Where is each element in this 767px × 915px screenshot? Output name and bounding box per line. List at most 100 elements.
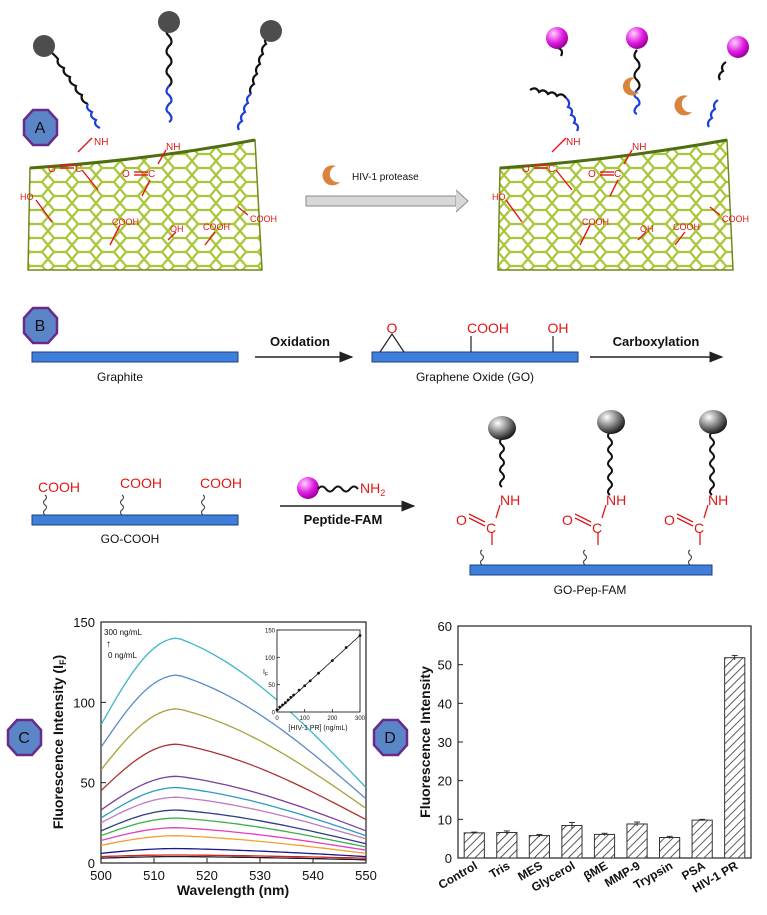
inset-point [344,646,348,649]
carboxylation-label: Carboxylation [613,334,700,349]
bar [659,837,681,859]
inset-x-tick-label: 300 [355,716,366,722]
inset-point [292,693,295,697]
graphene-sheet-right [497,138,734,271]
spectrum-line [101,854,366,859]
o-label: O [456,512,467,528]
inset-points [275,634,362,712]
plot-c-annotation-bottom: 0 ng/mL [108,651,137,660]
y-tick-label: 150 [73,615,95,630]
go-cooh-linkers [42,494,206,516]
spectrum-line [101,786,366,837]
peptide-chains-right [529,46,727,132]
go-pep-fam-chains [499,431,715,496]
graphite-label: Graphite [97,370,143,384]
oxidation-label: Oxidation [270,334,330,349]
c-label: C [548,164,555,175]
o-label: O [122,169,130,180]
spectrum-line [101,817,366,848]
badge-b-label: B [35,318,46,335]
c-label: C [148,169,155,180]
amide-bond-left [35,137,249,246]
nh-label: NH [166,142,180,153]
cooh-label: COOH [203,222,230,232]
bar [528,835,550,859]
go-cooh-label: GO-COOH [101,532,160,546]
epoxide-group [379,332,405,353]
go-cooh-label: COOH [467,320,509,336]
go-oh-label: OH [548,320,569,336]
panel-b: B Graphite Oxidation O COOH OH Graphene … [22,306,728,597]
badge-a: A [22,108,59,147]
o-label: O [48,164,56,175]
go-label: Graphene Oxide (GO) [416,370,534,384]
oh-label: OH [640,224,654,234]
bar [496,831,518,859]
nh-label: NH [708,492,728,508]
x-tick-label: 500 [90,868,112,883]
cooh-label: COOH [582,217,609,227]
fam-dye-icon [297,477,319,499]
protease-icon [622,77,639,96]
inset-point [275,708,279,712]
y-tick-label: 0 [445,851,452,866]
plot-c-xlabel: Wavelength (nm) [177,882,289,898]
nh2-label: NH2 [360,480,385,498]
x-tick-label: 530 [249,868,271,883]
nh-label: NH [500,492,520,508]
category-label: Control [436,858,480,891]
bar [593,833,616,859]
category-label: Tris [487,858,513,881]
nh-label: NH [566,137,580,148]
y-tick-label: 20 [438,774,452,789]
y-tick-label: 50 [81,776,95,791]
y-tick-label: 30 [438,735,452,750]
plot-c-annotation-top: 300 ng/mL [104,628,142,637]
go-cooh-sheet [31,514,239,526]
inset-point [289,695,293,699]
plot-d-ylabel: Fluorescence Intensity [417,666,433,818]
y-tick-label: 10 [438,812,452,827]
fam-dye-quenched [33,35,55,57]
plot-c-annotation-arrow: ↑ [106,639,111,650]
ho-label: HO [20,192,34,202]
bar [724,657,746,859]
fam-dye-quenched [260,20,282,42]
inset-y-tick-label: 100 [265,656,276,662]
protease-icon [674,95,692,116]
inset-y-tick-label: 0 [272,711,276,717]
nh-label: NH [606,492,626,508]
y-tick-label: 0 [88,856,95,871]
hiv-protease-label: HIV-1 protease [352,172,419,183]
amide-bond-right [505,137,721,246]
peptide-fam-label: Peptide-FAM [304,512,383,527]
fam-dye-quenched [699,410,727,434]
amide-bonds [468,504,709,545]
cooh-label: COOH [38,479,80,495]
inset-xlabel: [HIV-1 PR] (ng/mL) [288,725,347,732]
badge-c: C [6,718,43,757]
spectrum-line [101,827,366,851]
y-tick-label: 40 [438,696,452,711]
go-pep-fam-sheet [469,564,713,576]
nh-label: NH [94,137,108,148]
bar [561,825,583,859]
inset-point [286,698,290,702]
fam-dye-quenched [158,11,180,33]
c-label: C [592,520,602,536]
peptide-chains-left [47,25,270,131]
cooh-label: COOH [200,475,242,491]
go-pep-fam-linkers [479,549,693,566]
spectrum-line [101,674,366,800]
y-tick-label: 60 [438,619,452,634]
inset-point [308,679,312,683]
nh-label: NH [632,142,646,153]
badge-d-label: D [384,730,396,747]
spectrum-line [101,835,366,855]
spectrum-line [101,796,366,840]
